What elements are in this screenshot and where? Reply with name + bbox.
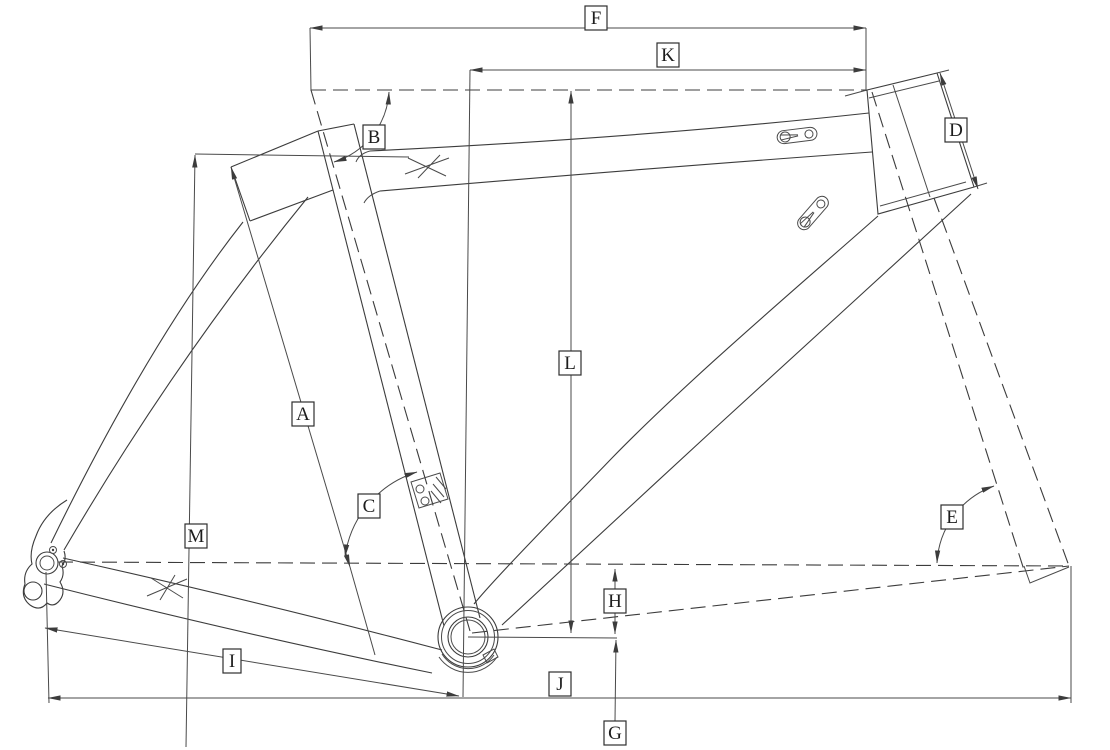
svg-text:E: E xyxy=(946,507,958,528)
steering-axis-line xyxy=(871,91,1025,571)
dim-label-G: G xyxy=(603,720,627,746)
dim-label-A: A xyxy=(291,401,315,427)
bb-vertical-extension xyxy=(462,69,471,698)
bottom-bracket xyxy=(437,606,499,673)
top-tube xyxy=(355,112,873,204)
dim-label-C: C xyxy=(357,493,381,519)
cable-port-top-tube xyxy=(776,126,818,145)
svg-text:F: F xyxy=(591,8,602,29)
svg-text:H: H xyxy=(608,591,622,612)
frame-outline xyxy=(22,72,1070,674)
down-tube xyxy=(473,193,972,626)
dim-line-M xyxy=(185,154,198,748)
svg-text:D: D xyxy=(949,120,963,141)
dim-label-H: H xyxy=(603,588,627,614)
seat-tube-axis-line xyxy=(310,89,471,632)
dim-label-B: B xyxy=(362,124,386,150)
dimension-labels: A B C D E F G H xyxy=(184,5,968,746)
chain-stay xyxy=(43,557,443,674)
front-axle-point xyxy=(1023,565,1070,584)
seat-cluster-wedge xyxy=(230,130,319,168)
seat-stay xyxy=(50,196,309,551)
dim-line-I xyxy=(44,627,460,697)
angle-arc-C xyxy=(344,471,418,558)
dim-label-J: J xyxy=(548,671,572,697)
dim-label-K: K xyxy=(656,42,680,68)
bb-center-line xyxy=(467,636,618,639)
dimension-lines xyxy=(44,25,1072,748)
dim-label-M: M xyxy=(184,523,208,549)
rear-dropout xyxy=(22,499,68,609)
bb-to-front-axle-line xyxy=(471,565,1070,634)
dim-label-F: F xyxy=(584,5,608,31)
derailleur-mount-plate xyxy=(410,472,449,509)
dim-line-A xyxy=(230,166,351,568)
head-tube xyxy=(844,72,975,215)
svg-text:J: J xyxy=(556,674,563,695)
svg-text:L: L xyxy=(564,353,576,374)
svg-text:A: A xyxy=(296,404,310,425)
break-mark-chain-stay xyxy=(146,574,188,601)
svg-text:I: I xyxy=(229,651,235,672)
svg-text:K: K xyxy=(661,45,675,66)
dim-label-L: L xyxy=(558,350,582,376)
svg-text:G: G xyxy=(608,723,622,744)
svg-text:B: B xyxy=(368,127,381,148)
svg-text:C: C xyxy=(363,496,376,517)
dim-line-G xyxy=(613,639,619,722)
break-mark-top-tube xyxy=(404,154,450,179)
cable-port-down-tube xyxy=(797,195,829,231)
dim-label-I: I xyxy=(222,648,242,674)
derailleur-hanger-hole xyxy=(23,581,43,601)
svg-text:M: M xyxy=(188,526,205,547)
dim-label-E: E xyxy=(940,504,964,530)
seat-tube xyxy=(230,123,481,627)
dim-label-D: D xyxy=(944,117,968,143)
axle-horizontal-line xyxy=(57,561,1071,567)
